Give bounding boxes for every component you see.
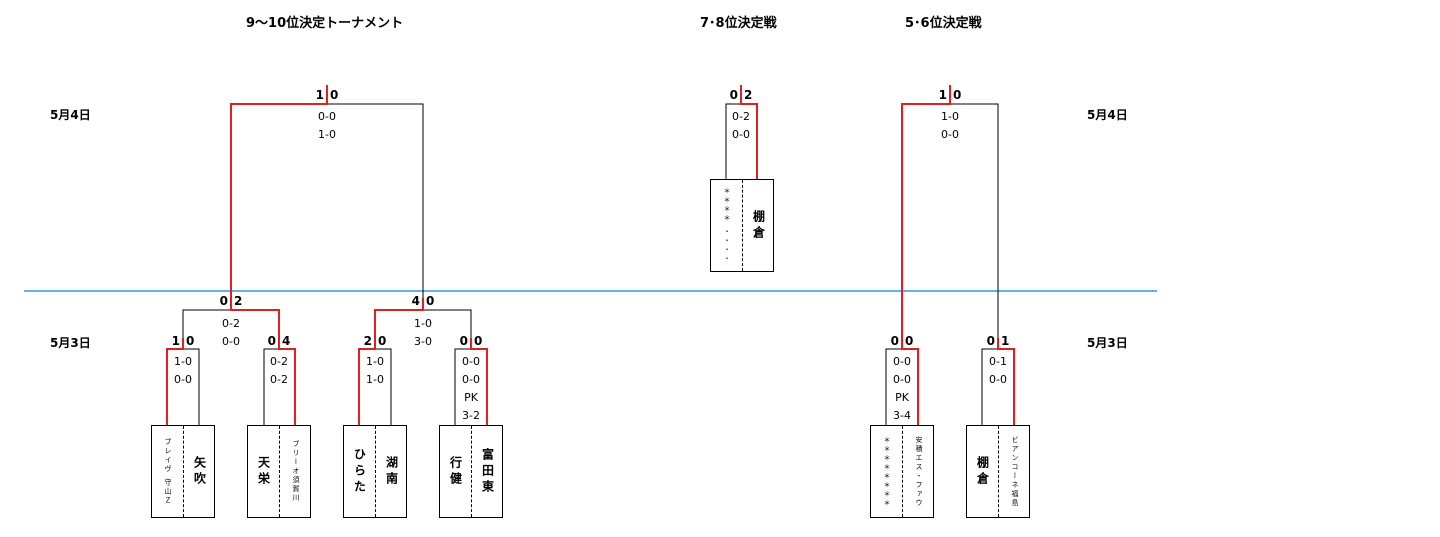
team-box-5-6: ひらた 湖南 — [343, 425, 407, 518]
date-may4-left: 5月4日 — [50, 108, 91, 122]
team-box-3-4: 天栄 ブリーオ須賀川 — [247, 425, 311, 518]
match-1-score-b: 0 — [186, 334, 195, 348]
team-name-8: 富田東 — [480, 447, 495, 496]
match-6-score-b: 0 — [426, 294, 435, 308]
match-4-pk-score: 3-2 — [462, 409, 480, 422]
team-box-1-2: ブレイヴ 守山Ｚ 矢吹 — [151, 425, 215, 518]
match-5-score-a: 0 — [219, 294, 228, 308]
team-box-13-14: 棚倉 ビアンコーネ福島 — [966, 425, 1030, 518]
match-8-half2: 0-0 — [732, 128, 750, 141]
match-9-lines — [885, 338, 919, 425]
match-11-lines — [901, 85, 999, 338]
match-4-score-a: 0 — [459, 334, 468, 348]
team-name-10: 棚倉 — [751, 209, 766, 242]
team-name-5: ひらた — [352, 447, 367, 496]
team-name-9: ＊＊＊＊ ・・・・ — [723, 187, 731, 264]
match-10-lines — [981, 338, 1015, 425]
match-4-lines — [454, 338, 488, 425]
team-name-14: ビアンコーネ福島 — [1011, 435, 1019, 508]
match-8-score-b: 2 — [744, 88, 753, 102]
match-6-score-a: 4 — [411, 294, 420, 308]
match-6-half1: 1-0 — [414, 317, 432, 330]
date-may3-left: 5月3日 — [50, 336, 91, 350]
match-1-lines — [166, 338, 200, 425]
match-8-half1: 0-2 — [732, 110, 750, 123]
match-3-score-a: 2 — [363, 334, 372, 348]
team-name-12: 安積エス・ファウ — [915, 435, 923, 508]
match-8-lines — [725, 85, 758, 179]
match-5-half1: 0-2 — [222, 317, 240, 330]
match-9-half2: 0-0 — [893, 373, 911, 386]
date-may3-right: 5月3日 — [1087, 336, 1128, 350]
match-8-score-a: 0 — [729, 88, 738, 102]
match-2-half1: 0-2 — [270, 355, 288, 368]
match-2-score-a: 0 — [267, 334, 276, 348]
team-name-7: 行健 — [448, 455, 463, 488]
team-name-4: ブリーオ須賀川 — [292, 440, 300, 503]
match-11-half2: 0-0 — [941, 128, 959, 141]
match-7-half2: 1-0 — [318, 128, 336, 141]
team-box-11-12: ＊＊＊＊＊＊＊＊ 安積エス・ファウ — [870, 425, 934, 518]
match-3-score-b: 0 — [378, 334, 387, 348]
match-9-score-a: 0 — [890, 334, 899, 348]
title-9-10: 9〜10位決定トーナメント — [246, 16, 404, 31]
team-name-6: 湖南 — [384, 455, 399, 488]
title-7-8: 7･8位決定戦 — [700, 16, 777, 31]
match-3-half2: 1-0 — [366, 373, 384, 386]
match-5-score-b: 2 — [234, 294, 243, 308]
match-2-score-b: 4 — [282, 334, 291, 348]
team-name-3: 天栄 — [256, 455, 271, 488]
match-3-lines — [358, 338, 392, 425]
match-11-half1: 1-0 — [941, 110, 959, 123]
match-6-half2: 3-0 — [414, 335, 432, 348]
match-4-score-b: 0 — [474, 334, 483, 348]
match-7-lines — [230, 85, 424, 298]
match-4-pk-label: PK — [464, 391, 478, 404]
match-7-score-a: 1 — [315, 88, 324, 102]
title-5-6: 5･6位決定戦 — [905, 16, 982, 31]
match-10-score-a: 0 — [986, 334, 995, 348]
match-11-score-a: 1 — [938, 88, 947, 102]
match-2-half2: 0-2 — [270, 373, 288, 386]
match-1-score-a: 1 — [171, 334, 180, 348]
team-name-11: ＊＊＊＊＊＊＊＊ — [883, 435, 891, 508]
match-5-half2: 0-0 — [222, 335, 240, 348]
team-name-13: 棚倉 — [975, 455, 990, 488]
date-may4-right: 5月4日 — [1087, 108, 1128, 122]
match-2-lines — [263, 338, 296, 425]
match-9-half1: 0-0 — [893, 355, 911, 368]
match-1-half2: 0-0 — [174, 373, 192, 386]
match-9-score-b: 0 — [905, 334, 914, 348]
team-box-7-8: 行健 富田東 — [439, 425, 503, 518]
match-7-half1: 0-0 — [318, 110, 336, 123]
match-7-score-b: 0 — [330, 88, 339, 102]
match-10-score-b: 1 — [1001, 334, 1010, 348]
match-10-half2: 0-0 — [989, 373, 1007, 386]
match-1-half1: 1-0 — [174, 355, 192, 368]
match-4-half2: 0-0 — [462, 373, 480, 386]
match-4-half1: 0-0 — [462, 355, 480, 368]
team-box-9-10: ＊＊＊＊ ・・・・ 棚倉 — [710, 179, 774, 272]
match-9-pk-label: PK — [895, 391, 909, 404]
match-6-lines — [374, 298, 472, 338]
match-5-lines — [182, 298, 280, 338]
match-10-half1: 0-1 — [989, 355, 1007, 368]
match-9-pk-score: 3-4 — [893, 409, 911, 422]
match-3-half1: 1-0 — [366, 355, 384, 368]
team-name-2: 矢吹 — [192, 455, 207, 488]
team-name-1: ブレイヴ 守山Ｚ — [164, 437, 172, 506]
match-11-score-b: 0 — [953, 88, 962, 102]
